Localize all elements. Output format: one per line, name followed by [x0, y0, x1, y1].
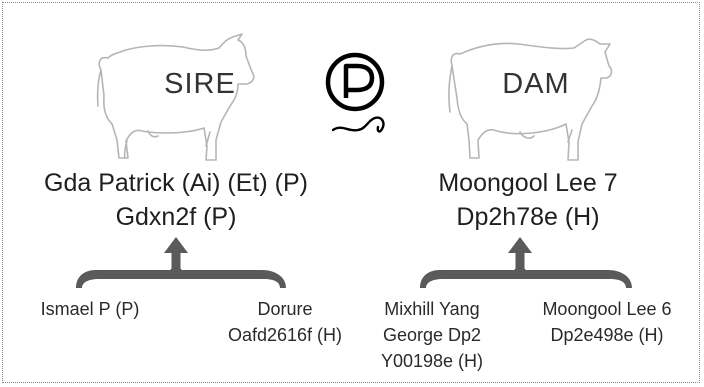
dam-id: Dp2h78e (H) — [456, 203, 600, 231]
dam-sire-name-2: George Dp2 — [382, 325, 482, 345]
sire-name: Gda Patrick (Ai) (Et) (P) — [44, 169, 308, 197]
dam-name: Moongool Lee 7 — [438, 169, 618, 197]
sire-dam-id: Oafd2616f (H) — [227, 325, 343, 345]
dam-cow-icon — [448, 38, 613, 161]
sire-dam-name: Dorure — [257, 299, 313, 319]
dam-dam-id: Dp2e498e (H) — [550, 325, 664, 345]
sire-bull-icon — [96, 33, 255, 161]
sire-id: Gdxn2f (P) — [115, 203, 237, 231]
sire-parents-bracket — [76, 237, 286, 288]
dam-dam-name: Moongool Lee 6 — [542, 299, 672, 319]
sire-sire-name: Ismael P (P) — [40, 299, 140, 319]
dam-sire-id: Y00198e (H) — [380, 351, 484, 371]
dotted-border — [2, 2, 700, 383]
dam-sire-name: Mixhill Yang — [384, 299, 480, 319]
sire-label: SIRE — [164, 68, 236, 100]
dam-label: DAM — [502, 68, 570, 100]
polled-icon — [325, 52, 385, 133]
dam-parents-bracket — [420, 237, 632, 288]
